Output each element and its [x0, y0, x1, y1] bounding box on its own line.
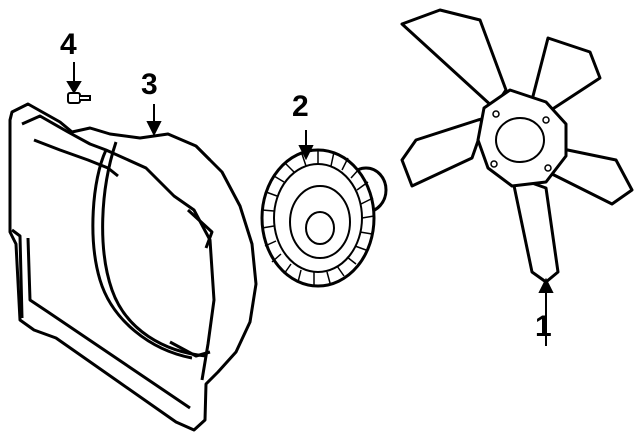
leader-lines [66, 62, 554, 346]
fan-shroud [8, 102, 258, 432]
arrow-1-icon [538, 277, 554, 293]
arrow-3-icon [146, 121, 162, 137]
callout-4: 4 [60, 28, 77, 61]
arrow-4-icon [66, 81, 82, 94]
arrow-2-icon [298, 145, 314, 161]
shroud-bolt [67, 92, 91, 104]
callout-3: 3 [141, 68, 158, 101]
callout-1: 1 [535, 310, 552, 343]
callout-2: 2 [292, 90, 309, 123]
fan-clutch [260, 148, 388, 288]
fan-blade [400, 8, 634, 284]
